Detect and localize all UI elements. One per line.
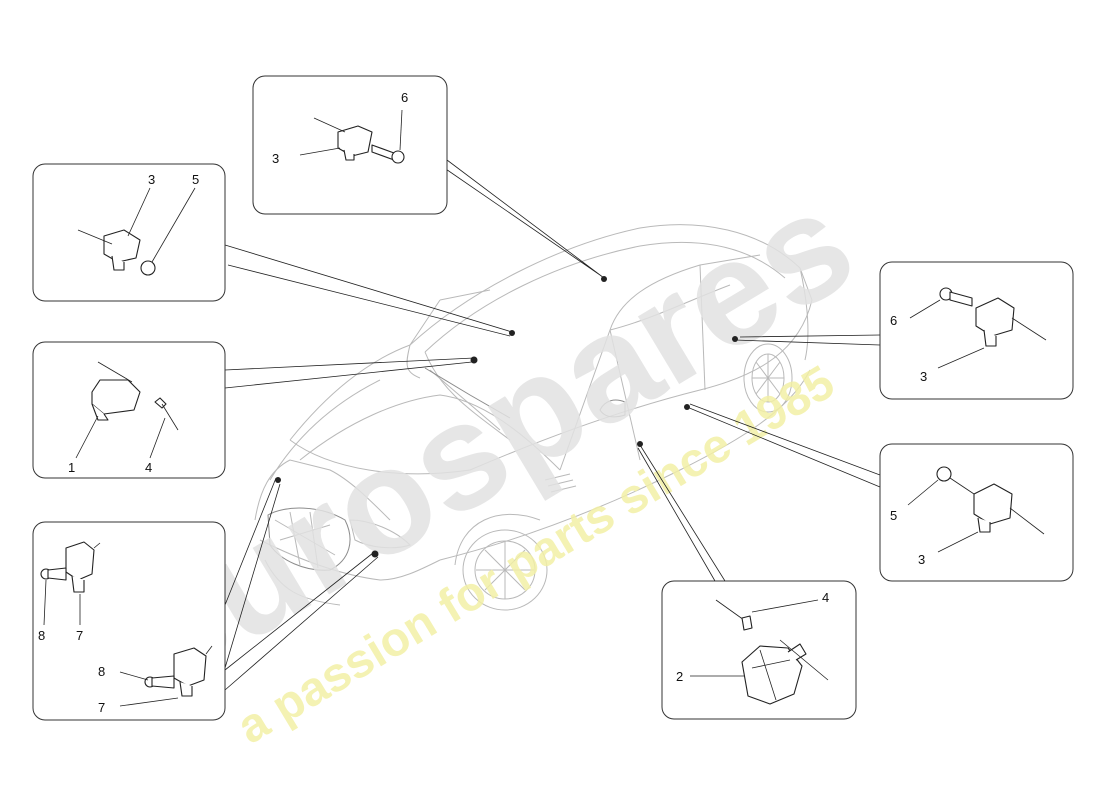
leader-lines — [224, 159, 881, 691]
sensor-marker — [509, 330, 515, 336]
sensor-marker — [732, 336, 738, 342]
sensor-marker — [637, 441, 643, 447]
part-number-label: 6 — [401, 90, 408, 105]
sensor-marker — [684, 404, 690, 410]
part-number-label: 6 — [890, 313, 897, 328]
car-outline — [254, 224, 813, 611]
part-number-label: 3 — [148, 172, 155, 187]
callout-frame — [879, 261, 1074, 400]
part-number-label: 3 — [920, 369, 927, 384]
part-number-label: 7 — [98, 700, 105, 715]
callout-right-top: 6 3 — [879, 261, 1074, 400]
sensor-marker — [601, 276, 607, 282]
part-number-label: 2 — [676, 669, 683, 684]
sensor-marker — [470, 356, 478, 364]
callout-top: 6 3 — [252, 75, 448, 215]
callout-frame — [32, 521, 226, 721]
callout-bottom-center: 4 2 — [661, 580, 857, 720]
callout-mid-left: 1 4 — [32, 341, 226, 479]
part-number-label: 8 — [38, 628, 45, 643]
part-number-label: 3 — [272, 151, 279, 166]
part-number-label: 5 — [890, 508, 897, 523]
sensor-marker — [371, 550, 379, 558]
part-number-label: 5 — [192, 172, 199, 187]
callout-lower-left: 8 7 8 7 — [32, 521, 226, 721]
sensor-marker — [275, 477, 281, 483]
callout-upper-left: 3 5 — [32, 163, 226, 302]
part-number-label: 4 — [145, 460, 152, 475]
part-number-label: 1 — [68, 460, 75, 475]
part-number-label: 3 — [918, 552, 925, 567]
part-number-label: 8 — [98, 664, 105, 679]
part-number-label: 7 — [76, 628, 83, 643]
sensor-markers — [275, 276, 738, 558]
callout-right-mid: 5 3 — [879, 443, 1074, 582]
part-number-label: 4 — [822, 590, 829, 605]
